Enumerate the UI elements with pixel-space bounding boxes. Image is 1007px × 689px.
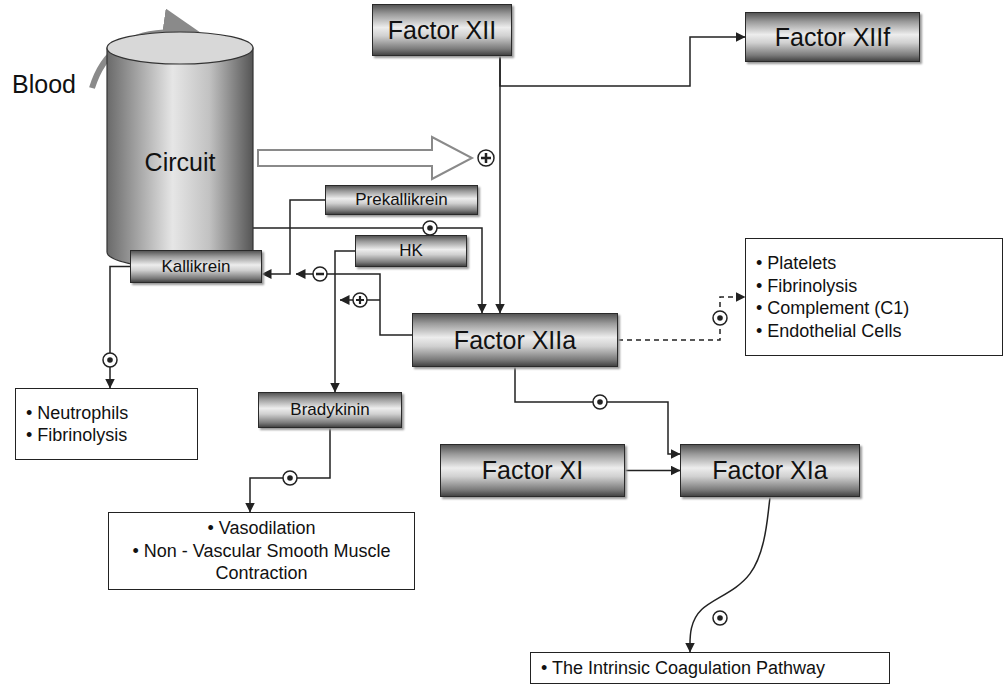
list-item: • Complement (C1) [756,297,992,320]
circuit-cylinder: Circuit [105,30,255,270]
list-item: • Non - Vascular Smooth Muscle Contracti… [119,540,404,585]
minus-symbol [313,267,327,281]
node-label: Prekallikrein [355,190,448,210]
factor-box: Factor XIa [680,444,860,497]
node-label: HK [399,241,423,261]
list-item: • Endothelial Cells [756,320,992,343]
pathway-arrow [262,200,325,274]
pathway-arrow [500,37,745,86]
protein-box: Kallikrein [130,250,262,283]
plus-symbol [478,150,494,166]
node-label: Factor XIIa [454,326,576,355]
circuit-activation-arrow [258,137,472,179]
protein-box: Prekallikrein [325,185,478,215]
node-label: Bradykinin [290,400,369,420]
effect-list: • The Intrinsic Coagulation Pathway [530,652,890,684]
pathway-arrow [515,367,680,454]
factor-box: Factor XII [372,4,512,56]
pathway-arrow [690,497,770,652]
node-label: Factor XIa [712,456,827,485]
factor-box: Factor XIIa [412,313,618,367]
node-label: Kallikrein [162,257,231,277]
factor-box: Factor XI [440,444,625,497]
factor-box: Factor XIIf [745,12,920,62]
pathway-arrow [110,267,130,389]
list-item: • Fibrinolysis [26,424,187,447]
pathway-arrow [499,56,501,313]
list-item: • The Intrinsic Coagulation Pathway [541,657,879,680]
list-item: • Fibrinolysis [756,275,992,298]
catalysis-lines [296,274,412,335]
effect-list: • Neutrophils• Fibrinolysis [15,388,198,460]
dashed-arrow [618,297,745,340]
pathway-arrow [250,428,330,512]
pathway-arrow [335,251,355,392]
node-label: Factor XIIf [775,23,890,52]
pathway-arrow [625,470,680,472]
node-label: Circuit [105,148,255,177]
protein-box: HK [355,235,467,267]
protein-box: Bradykinin [258,392,402,428]
list-item: • Neutrophils [26,402,187,425]
node-label: Factor XII [388,16,496,45]
node-label: Factor XI [482,456,583,485]
list-item: • Platelets [756,252,992,275]
input-label: Blood [12,70,76,99]
plus-symbol [353,293,367,307]
effect-list: • Platelets• Fibrinolysis• Complement (C… [745,238,1003,356]
list-item: • Vasodilation [119,517,404,540]
effect-list: • Vasodilation• Non - Vascular Smooth Mu… [108,512,415,590]
